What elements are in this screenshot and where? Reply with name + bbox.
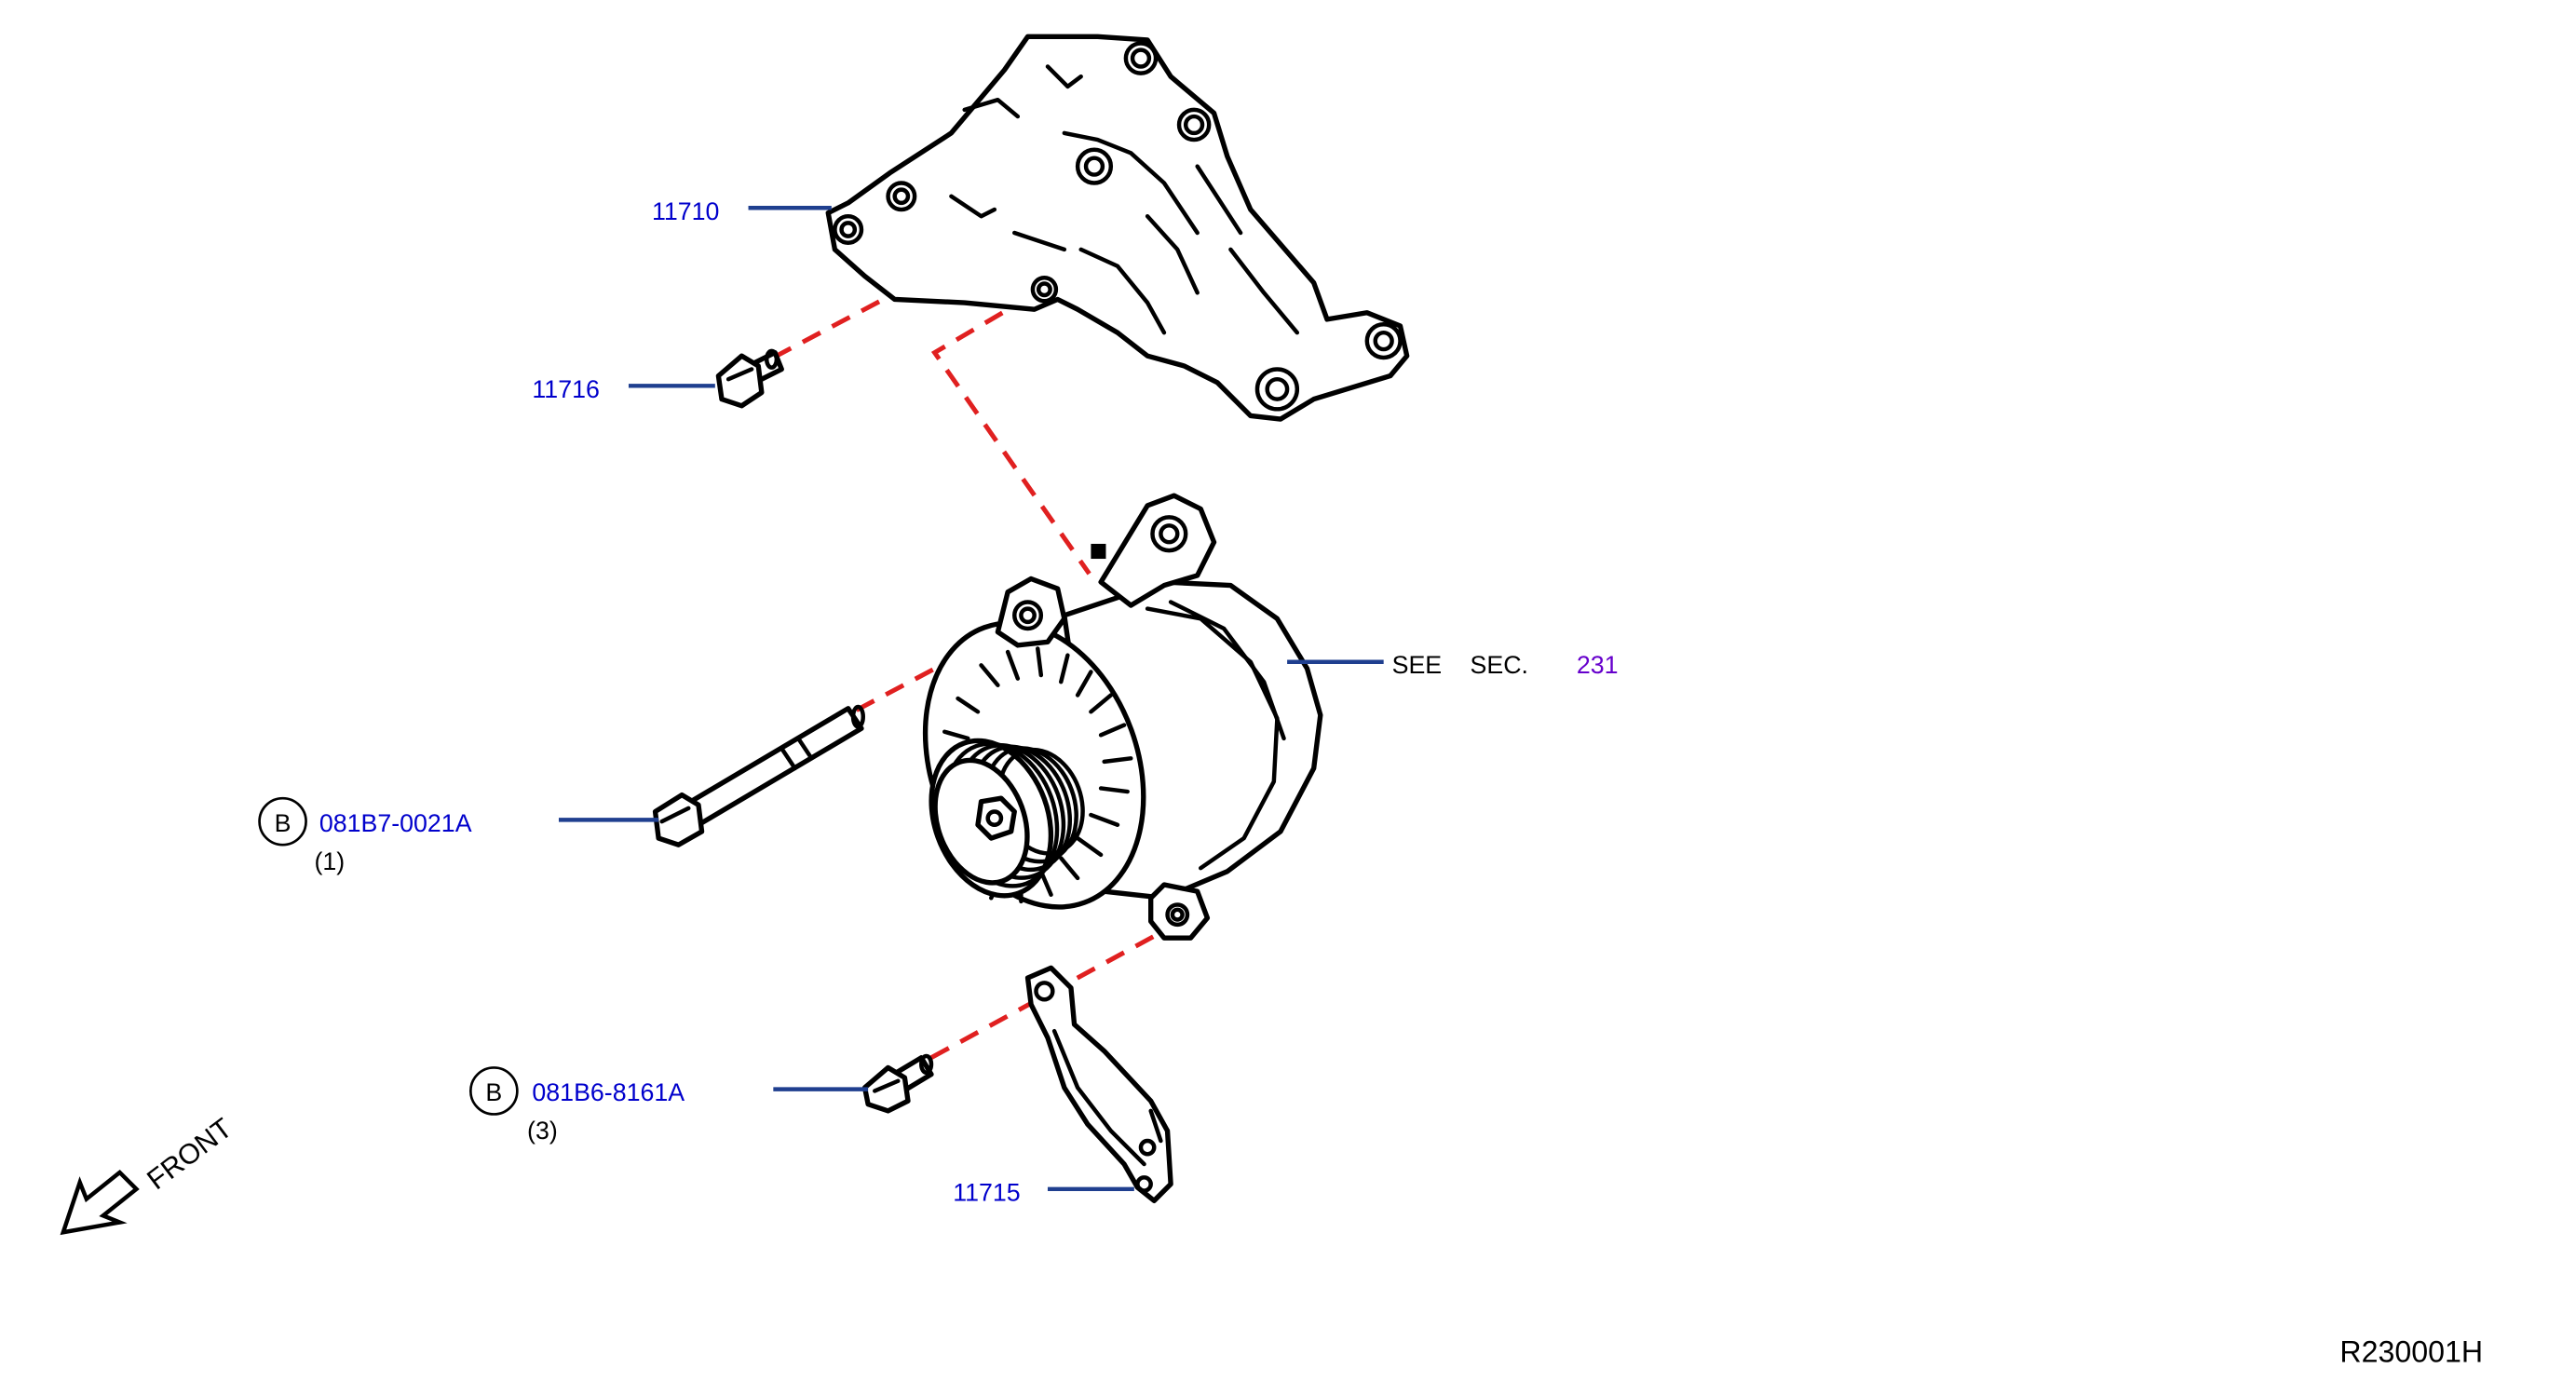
- see-label: SEE: [1392, 651, 1443, 679]
- lower-bracket-illustration: [1024, 965, 1173, 1203]
- long-bolt-illustration: [652, 704, 865, 847]
- front-indicator: FRONT: [60, 1113, 238, 1236]
- alternator-terminal: [1091, 543, 1106, 560]
- leader-lines: [558, 206, 1384, 1192]
- badge-b-circle: [469, 1066, 519, 1116]
- badge-b-circle: [258, 796, 307, 847]
- qty-081B6-8161A: (3): [527, 1117, 558, 1145]
- callout-081B7-0021A[interactable]: 081B7-0021A: [319, 809, 472, 837]
- badge-b-label: B: [275, 809, 291, 837]
- diagram-id: R230001H: [2339, 1335, 2483, 1369]
- callout-sec-231-group: SEE SEC. 231: [1392, 651, 1619, 679]
- front-label: FRONT: [142, 1113, 237, 1196]
- qty-081B7-0021A: (1): [314, 847, 345, 875]
- short-bolt-illustration: [861, 1053, 934, 1114]
- alternator-illustration: [922, 493, 1323, 941]
- upper-bracket-illustration: [825, 34, 1410, 422]
- callout-11710[interactable]: 11710: [652, 197, 719, 225]
- callout-081B6-8161A[interactable]: 081B6-8161A: [532, 1078, 685, 1106]
- callout-081B6-8161A-group: B 081B6-8161A (3): [469, 1066, 685, 1145]
- callout-11716[interactable]: 11716: [532, 375, 599, 403]
- sec-label: SEC.: [1471, 651, 1528, 679]
- badge-b-label: B: [485, 1078, 502, 1106]
- front-arrow-icon: [60, 1169, 140, 1236]
- guide-bracket-to-alternator: [930, 293, 1091, 576]
- callout-081B7-0021A-group: B 081B7-0021A (1): [258, 796, 472, 875]
- section-231-link[interactable]: 231: [1577, 651, 1619, 679]
- upper-bolt-illustration: [715, 348, 784, 409]
- guide-bolt-upper-to-bracket: [772, 293, 891, 360]
- callout-11715[interactable]: 11715: [953, 1178, 1020, 1206]
